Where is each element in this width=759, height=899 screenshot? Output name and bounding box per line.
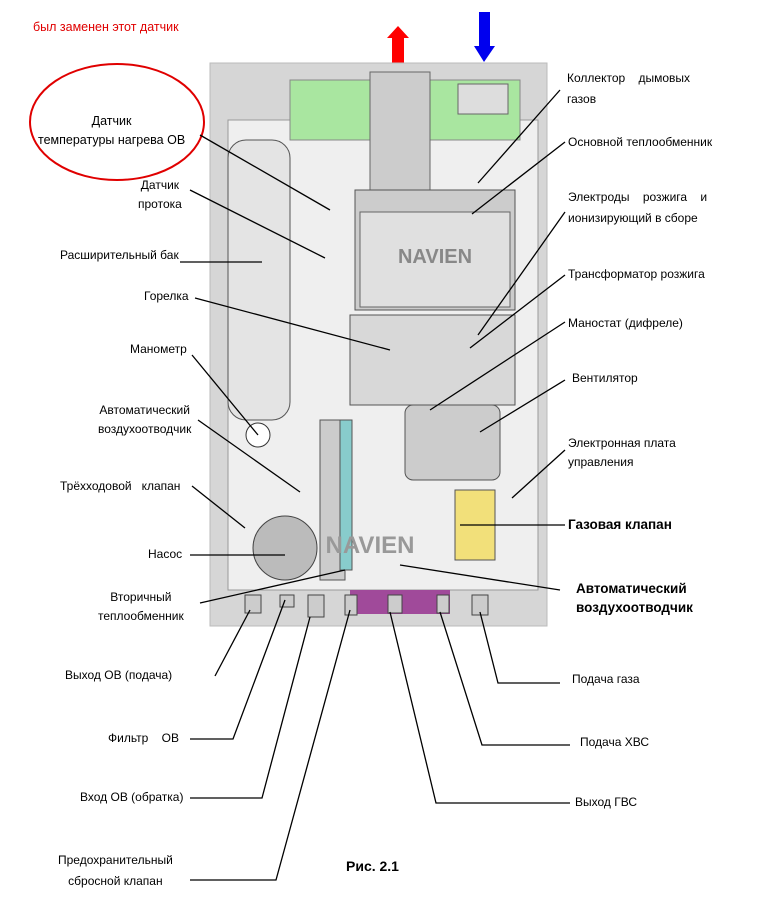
label-fan: Вентилятор (572, 371, 638, 385)
pump (252, 515, 318, 581)
label-ignition-transformer: Трансформатор розжига (568, 267, 705, 281)
label-three-way-valve: Трёхходовой клапан (60, 479, 181, 493)
label-safety-valve: Предохранительный сбросной клапан (58, 853, 173, 888)
burner (349, 314, 516, 406)
label-cold-water-inlet: Подача ХВС (580, 735, 649, 749)
label-main-heat-exchanger: Основной теплообменник (568, 135, 713, 149)
navien-logo: NAVIEN (398, 246, 472, 268)
fan (404, 404, 501, 481)
label-flow-sensor: Датчик протока (138, 178, 182, 211)
label-manostat: Маностат (дифреле) (568, 316, 683, 330)
label-heating-filter: Фильтр ОВ (108, 731, 179, 745)
label-air-vent-2: Автоматический воздухоотводчик (576, 581, 693, 615)
label-heating-inlet: Вход ОВ (обратка) (80, 790, 184, 804)
cold-inlet-arrow-icon (474, 12, 495, 62)
label-manometer: Манометр (130, 342, 187, 356)
label-gas-valve: Газовая клапан (568, 517, 672, 532)
annotation-circle (29, 63, 205, 181)
label-dhw-outlet: Выход ГВС (575, 795, 638, 809)
annotation-note: был заменен этот датчик (33, 20, 179, 34)
label-flue-collector: Коллектор дымовых газов (567, 71, 691, 106)
label-secondary-heat-exchanger: Вторичный теплообменник (98, 590, 184, 623)
label-temperature-sensor: Датчик температуры нагрева ОВ (38, 114, 186, 147)
label-expansion-tank: Расширительный бак (60, 248, 179, 262)
leader-lines (180, 89, 570, 881)
expansion-tank (227, 139, 291, 421)
label-gas-inlet: Подача газа (572, 672, 640, 686)
figure-caption: Рис. 2.1 (346, 858, 399, 874)
label-burner: Горелка (144, 289, 189, 303)
svg-text:NAVIEN: NAVIEN (326, 532, 415, 559)
label-pump: Насос (148, 547, 183, 561)
label-electrodes: Электроды розжига и ионизирующий в сборе (568, 190, 708, 225)
label-heating-outlet: Выход ОВ (подача) (65, 668, 173, 682)
label-control-board: Электронная плата управления (568, 436, 676, 469)
hot-outlet-arrow-icon (387, 26, 409, 64)
label-air-vent: Автоматический воздухоотводчик (98, 403, 192, 436)
